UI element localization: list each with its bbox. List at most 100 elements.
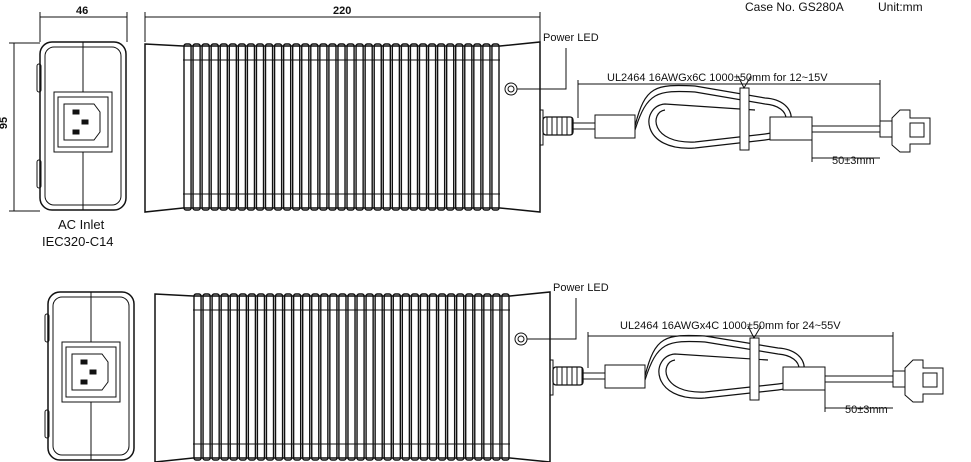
ac-inlet-label: AC Inlet — [58, 217, 105, 232]
heatsink-fin — [311, 293, 320, 461]
heatsink-fin — [400, 43, 410, 211]
heatsink-fin — [491, 43, 500, 211]
heatsink-fin — [320, 293, 329, 461]
heatsink-fin — [436, 43, 446, 211]
side-tab — [44, 409, 50, 439]
heatsink-fin — [220, 293, 229, 461]
power-led-label-top: Power LED — [543, 32, 599, 44]
strain-relief — [542, 116, 574, 136]
pin — [80, 359, 88, 365]
heatsink-fin — [445, 43, 455, 211]
connector-latch — [922, 372, 938, 388]
heatsink-fin — [301, 43, 310, 211]
heatsink-fin — [310, 43, 319, 211]
case-number: Case No. GS280A — [745, 0, 844, 14]
heatsink-fin — [274, 293, 284, 461]
cable-tie-end — [747, 325, 762, 340]
dc-connector-icon — [891, 109, 931, 153]
strain-relief — [552, 366, 584, 386]
cable-loop — [634, 90, 787, 143]
side-tab — [36, 63, 42, 93]
heatsink-fin — [409, 43, 419, 211]
pin — [80, 379, 88, 385]
heatsink-fin — [474, 293, 483, 461]
heatsink-fin — [492, 293, 501, 461]
heatsink-fin — [383, 293, 392, 461]
connector-dim-top: 50±3mm — [832, 155, 875, 167]
heatsink-fin — [192, 43, 201, 211]
heatsink-fin — [338, 293, 347, 461]
heatsink-fin — [473, 43, 482, 211]
cable-label-bottom: UL2464 16AWGx4C 1000±50mm for 24~55V — [620, 320, 841, 332]
heatsink-fin — [256, 293, 266, 461]
power-led-icon — [504, 82, 518, 96]
pin — [72, 129, 80, 135]
heatsink-fin — [382, 43, 392, 211]
ferrite-core — [604, 364, 646, 389]
cable-tie-end — [737, 75, 752, 90]
heatsink-fin — [465, 293, 474, 461]
ferrite-core — [594, 114, 636, 139]
heatsink-fin — [392, 293, 402, 461]
heatsink-fin — [282, 43, 292, 211]
heatsink-fin — [427, 43, 437, 211]
heatsink-fin — [193, 293, 202, 461]
heatsink-fin — [418, 43, 428, 211]
heatsink-fin — [265, 293, 275, 461]
heatsink-fin — [401, 293, 411, 461]
unit-label: Unit:mm — [878, 0, 923, 14]
body-outline — [154, 291, 551, 462]
heatsink-fin — [283, 293, 293, 461]
heatsink-fin — [482, 43, 491, 211]
heatsink-fin — [328, 43, 337, 211]
heatsink-fin — [373, 43, 382, 211]
psu-view — [36, 41, 931, 213]
heatsink-fin — [255, 43, 265, 211]
power-led-icon — [514, 332, 528, 346]
heatsink-fin — [247, 293, 257, 461]
heatsink-fin — [238, 293, 248, 461]
heatsink-fin — [229, 293, 238, 461]
led-leader — [527, 298, 577, 340]
heatsink-fin — [455, 43, 464, 211]
heatsink-fin — [437, 293, 447, 461]
power-led-icon — [517, 335, 525, 343]
connector-dim-bottom: 50±3mm — [845, 404, 888, 416]
power-led-icon — [507, 85, 515, 93]
heatsink-fin — [219, 43, 228, 211]
connector-latch — [909, 122, 925, 138]
heatsink-fin — [291, 43, 301, 211]
heatsink-fin — [273, 43, 283, 211]
connector-boot — [879, 120, 893, 138]
heatsink-fin — [292, 293, 302, 461]
heatsink-fin — [211, 293, 220, 461]
heatsink-fin — [356, 293, 365, 461]
heatsink-fin — [201, 43, 210, 211]
body-outline — [144, 41, 541, 213]
dim-length-label: 220 — [333, 5, 352, 17]
cable-loop — [644, 340, 800, 393]
heatsink-fin — [464, 43, 473, 211]
heatsink-fin — [237, 43, 247, 211]
heatsink-fin — [365, 293, 374, 461]
ac-inlet-bezel — [65, 346, 117, 398]
heatsink-fin — [202, 293, 211, 461]
heatsink-fin — [346, 43, 355, 211]
side-tab — [36, 159, 42, 189]
heatsink-fin — [364, 43, 373, 211]
heatsink-fin — [428, 293, 438, 461]
ferrite-core — [769, 116, 813, 141]
heatsink-fin — [329, 293, 338, 461]
pin — [72, 109, 80, 115]
led-leader — [517, 48, 567, 90]
pin — [81, 119, 89, 125]
cable-tie — [749, 337, 760, 401]
heatsink-fin — [319, 43, 328, 211]
ac-inlet-socket — [71, 353, 109, 391]
psu-view — [44, 291, 944, 462]
cable-tie — [739, 87, 750, 151]
power-led-label-bottom: Power LED — [553, 282, 609, 294]
heatsink-fin — [374, 293, 383, 461]
side-tab — [44, 313, 50, 343]
